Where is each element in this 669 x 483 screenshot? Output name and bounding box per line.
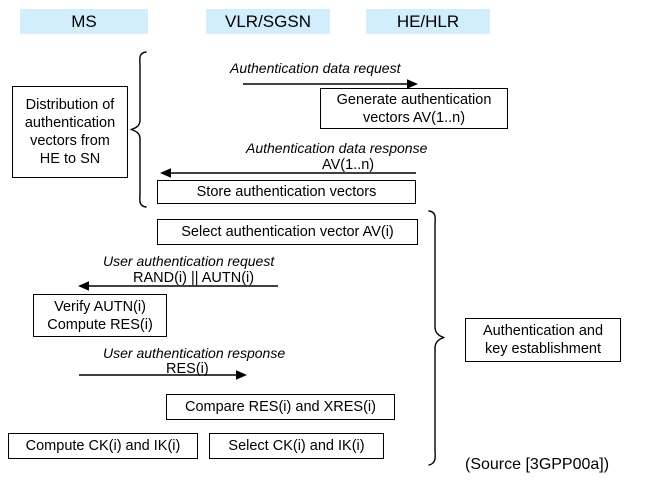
message-label-user-auth-response: User authentication response: [103, 345, 286, 361]
box-store-av: Store authentication vectors: [157, 180, 416, 204]
lane-header-ms: MS: [20, 9, 148, 34]
box-line: Select CK(i) and IK(i): [228, 438, 365, 454]
phase-brace-distribution: [128, 50, 150, 210]
box-select-av: Select authentication vector AV(i): [157, 219, 418, 245]
message-sub-auth-data-response: AV(1..n): [322, 157, 375, 173]
box-line: Compute RES(i): [47, 316, 153, 333]
phase-label-line: authentication: [24, 115, 116, 131]
box-select-ck-ik: Select CK(i) and IK(i): [209, 433, 384, 459]
phase-brace-auth-key: [425, 209, 447, 467]
box-line: Store authentication vectors: [196, 184, 377, 200]
message-arrow-auth-data-response: [160, 167, 416, 178]
phase-label-line: Authentication and: [482, 323, 604, 339]
message-label-user-auth-request: User authentication request: [103, 253, 275, 269]
box-line: Select authentication vector AV(i): [181, 224, 394, 240]
box-compute-ck-ik: Compute CK(i) and IK(i): [8, 433, 198, 459]
message-label-auth-data-response: Authentication data response: [246, 140, 428, 156]
box-line: Compare RES(i) and XRES(i): [185, 399, 376, 415]
message-arrow-auth-data-request: [243, 78, 418, 89]
phase-label-line: vectors from: [30, 133, 110, 149]
message-arrow-user-auth-response: [79, 369, 247, 380]
phase-label-line: Distribution of: [25, 97, 115, 113]
box-line: Compute CK(i) and IK(i): [25, 438, 181, 454]
lane-header-vlr-sgsn: VLR/SGSN: [206, 9, 330, 34]
message-sub-user-auth-response: RES(i): [166, 361, 209, 377]
lane-header-he-hlr: HE/HLR: [366, 9, 490, 34]
box-compare-res: Compare RES(i) and XRES(i): [166, 394, 395, 420]
box-verify-autn: Verify AUTN(i) Compute RES(i): [33, 294, 167, 337]
box-line: Generate authentication: [336, 91, 492, 108]
message-label-auth-data-request: Authentication data request: [230, 60, 401, 76]
phase-label-line: HE to SN: [39, 151, 101, 167]
box-line: vectors AV(1..n): [362, 109, 466, 126]
message-arrow-user-auth-request: [78, 280, 278, 291]
box-line: Verify AUTN(i): [54, 298, 146, 315]
message-sub-user-auth-request: RAND(i) || AUTN(i): [133, 270, 255, 286]
phase-label-line: key establishment: [484, 341, 602, 357]
phase-label-auth-key: Authentication and key establishment: [465, 318, 621, 362]
phase-label-distribution: Distribution of authentication vectors f…: [12, 86, 128, 178]
source-note: (Source [3GPP00a]): [465, 456, 610, 473]
box-generate-av: Generate authentication vectors AV(1..n): [320, 88, 508, 129]
